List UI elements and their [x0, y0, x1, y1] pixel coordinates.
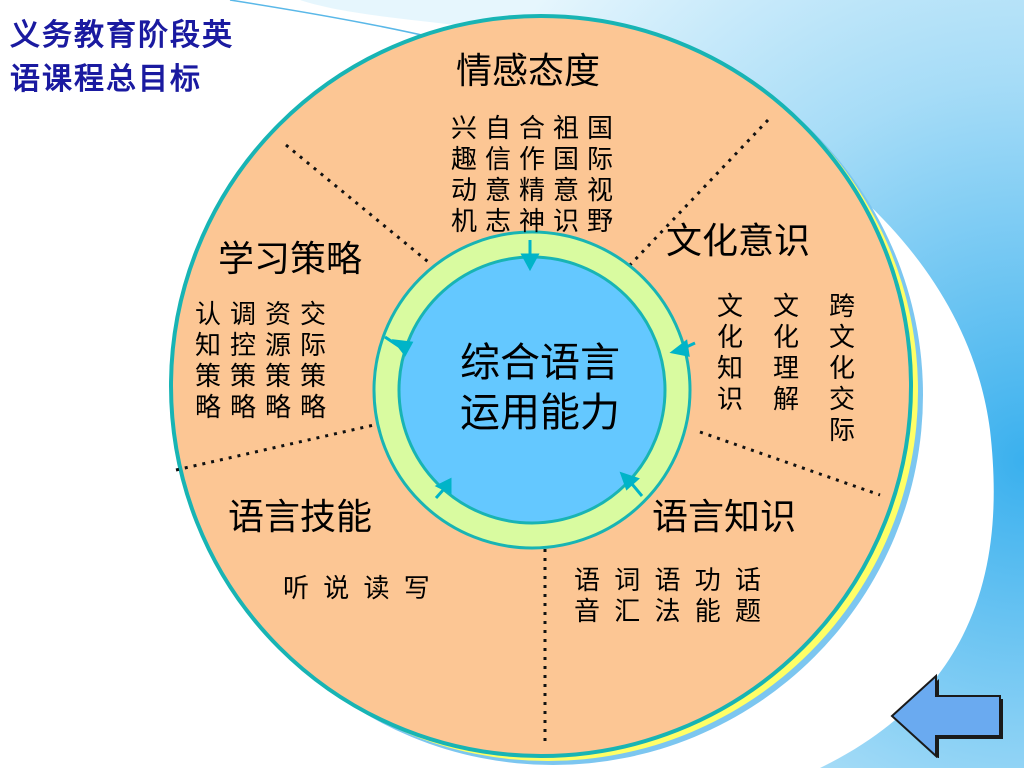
column-char: 视 [586, 176, 613, 206]
column-char: 知 [194, 331, 221, 361]
column-char: 策 [194, 362, 221, 392]
column-char: 识 [716, 385, 743, 415]
column-char: 自 [484, 114, 511, 144]
section-title-skills: 语言技能 [228, 497, 373, 538]
corner-decoration [300, 0, 1024, 768]
column-char: 化 [716, 323, 743, 353]
back-button[interactable] [888, 672, 1004, 758]
column-char: 略 [264, 393, 291, 423]
column-char: 际 [586, 145, 613, 175]
arrow-icon [520, 240, 540, 272]
column-char: 策 [299, 362, 326, 392]
column-char: 理 [772, 354, 799, 384]
column-char: 野 [586, 207, 613, 237]
strategy-item-2: 调控策略 [229, 300, 257, 424]
section-title-knowledge: 语言知识 [652, 497, 797, 538]
column-char: 资 [264, 300, 291, 330]
column-char: 认 [194, 300, 221, 330]
column-char: 调 [229, 300, 256, 330]
left-arrow-icon [890, 673, 1003, 758]
culture-item-3: 跨文化交际 [828, 292, 856, 447]
section-title-culture: 文化意识 [666, 221, 811, 262]
section-title-strategy: 学习策略 [218, 239, 363, 280]
strategy-item-1: 认知策略 [194, 300, 222, 424]
column-char: 跨 [828, 292, 855, 322]
page-title: 义务教育阶段英 语课程总目标 [10, 14, 234, 102]
column-char: 源 [264, 331, 291, 361]
strategy-items: 认知策略 调控策略 资源策略 交际策略 [194, 300, 327, 424]
arrow-icon [619, 471, 644, 497]
column-char: 交 [828, 385, 855, 415]
arrow-icon [384, 335, 414, 357]
emotion-items: 兴趣动机 自信意志 合作精神 祖国意识 国际视野 [450, 114, 614, 238]
emotion-item-4: 祖国意识 [552, 114, 580, 238]
core-label-line-2: 运用能力 [460, 390, 620, 436]
column-char: 略 [194, 393, 221, 423]
column-char: 意 [484, 176, 511, 206]
column-char: 控 [229, 331, 256, 361]
emotion-item-1: 兴趣动机 [450, 114, 478, 238]
column-char: 文 [772, 292, 799, 322]
sector-dividers [175, 118, 881, 745]
column-char: 识 [552, 207, 579, 237]
strategy-item-4: 交际策略 [299, 300, 327, 424]
column-char: 化 [772, 323, 799, 353]
culture-items: 文化知识 文化理解 跨文化交际 [716, 292, 856, 447]
emotion-item-3: 合作精神 [518, 114, 546, 238]
column-char: 策 [264, 362, 291, 392]
culture-item-1: 文化知识 [716, 292, 744, 447]
column-char: 国 [552, 145, 579, 175]
column-char: 文 [828, 323, 855, 353]
column-char: 动 [450, 176, 477, 206]
column-char: 际 [828, 416, 855, 446]
column-char: 略 [299, 393, 326, 423]
section-title-emotion: 情感态度 [456, 51, 601, 92]
column-char: 交 [299, 300, 326, 330]
column-char: 知 [716, 354, 743, 384]
column-char: 兴 [450, 114, 477, 144]
column-char: 作 [518, 145, 545, 175]
column-char: 祖 [552, 114, 579, 144]
column-char: 合 [518, 114, 545, 144]
column-char: 解 [772, 385, 799, 415]
column-char: 意 [552, 176, 579, 206]
divider-top-right [628, 118, 770, 267]
arrow-icon [434, 477, 452, 499]
column-char: 文 [716, 292, 743, 322]
column-char: 信 [484, 145, 511, 175]
column-char: 趣 [450, 145, 477, 175]
emotion-item-5: 国际视野 [586, 114, 614, 238]
knowledge-items-row-2: 音 汇 法 能 题 [574, 597, 765, 627]
culture-item-2: 文化理解 [772, 292, 800, 447]
column-char: 精 [518, 176, 545, 206]
column-char: 志 [484, 207, 511, 237]
divider-left [175, 423, 375, 472]
column-char: 国 [586, 114, 613, 144]
emotion-item-2: 自信意志 [484, 114, 512, 238]
column-char: 化 [828, 354, 855, 384]
core-label-line-1: 综合语言 [460, 340, 620, 386]
page-title-line-1: 义务教育阶段英 [10, 18, 234, 53]
arrow-icon [669, 339, 696, 357]
strategy-item-3: 资源策略 [264, 300, 292, 424]
column-char: 策 [229, 362, 256, 392]
core-label: 综合语言 运用能力 [440, 338, 640, 438]
knowledge-items-row-1: 语 词 语 功 话 [574, 566, 765, 596]
column-char: 机 [450, 207, 477, 237]
column-char: 略 [229, 393, 256, 423]
column-char: 神 [518, 207, 545, 237]
skills-items: 听 说 读 写 [283, 574, 433, 604]
page-title-line-2: 语课程总目标 [10, 62, 202, 97]
knowledge-items: 语 词 语 功 话 音 汇 法 能 题 [574, 566, 764, 628]
column-char: 际 [299, 331, 326, 361]
